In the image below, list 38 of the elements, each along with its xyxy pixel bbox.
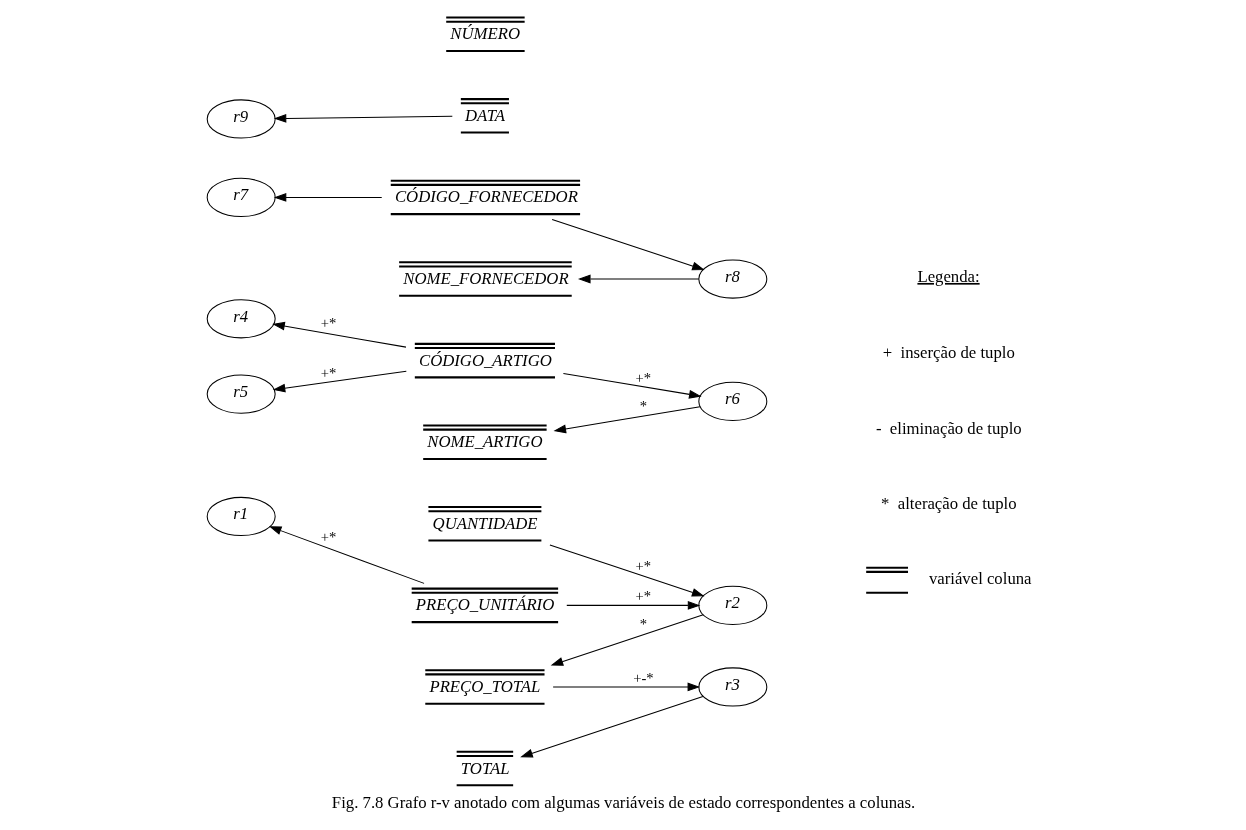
edge-label: +*: [635, 588, 651, 605]
arrow: [551, 218, 705, 271]
arrow: [519, 696, 703, 758]
edge-label: +*: [320, 528, 336, 545]
node-ellipse: r3: [697, 667, 767, 707]
node-ellipse: r9: [206, 99, 276, 139]
node-ellipse: r4: [206, 299, 276, 339]
arrow: [552, 682, 700, 692]
arrow: [550, 614, 704, 666]
edge-label: +*: [635, 369, 651, 386]
arrow: [562, 372, 702, 399]
arrow: [271, 321, 406, 348]
arrow: [268, 526, 425, 584]
node-ellipse: r5: [206, 374, 276, 414]
arrow: [553, 406, 701, 434]
arrow: [548, 544, 704, 597]
arrow: [273, 193, 382, 202]
caption: Fig. 7.8 Grafo r-v anotado com algumas variáveis de estado correspondentes a colunas.: [331, 793, 915, 813]
arrow: [565, 600, 700, 610]
edge-label: *: [639, 398, 647, 415]
arrow: [272, 370, 407, 393]
legend-label: + inserção de tuplo: [882, 343, 1015, 363]
edge-label: +*: [320, 364, 336, 381]
node-ellipse: r8: [697, 259, 767, 299]
edge-label: +*: [635, 558, 651, 575]
legend-label: - eliminação de tuplo: [875, 418, 1022, 438]
legend-label: * alteração de tuplo: [880, 493, 1017, 513]
label: Legenda:: [916, 266, 980, 286]
node-ellipse: r6: [697, 381, 767, 422]
edge-label: +-*: [632, 669, 654, 686]
edge-label: +*: [320, 315, 336, 332]
node-ellipse: r1: [206, 496, 276, 537]
node-ellipse: r2: [697, 585, 767, 625]
arrow: [273, 114, 453, 123]
edge-label: *: [639, 615, 647, 632]
arrow: [577, 274, 699, 284]
legend-label: variável coluna: [928, 569, 1032, 589]
node-ellipse: r7: [206, 177, 276, 218]
